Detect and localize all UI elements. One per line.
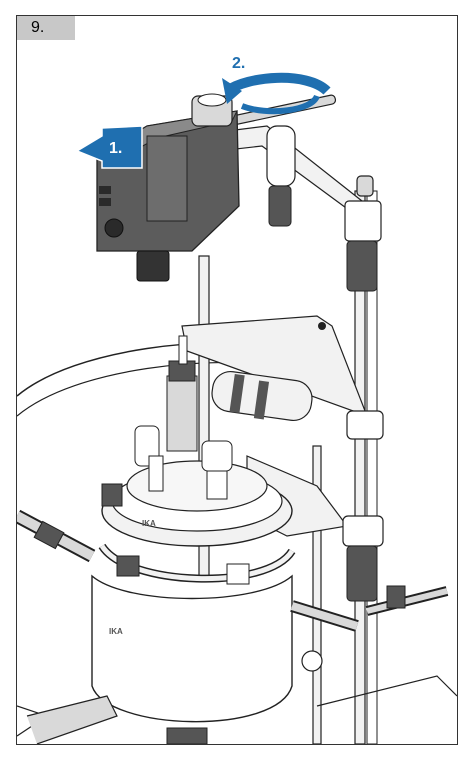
lower-crossbar (181, 315, 384, 602)
assembly-illustration: 1. 2. (17, 55, 457, 744)
push-arrow-icon: 1. (75, 125, 143, 169)
reactor-lid: IKA (101, 335, 293, 547)
support-rods (198, 175, 378, 744)
side-cylinder (211, 370, 313, 422)
callout-2-label: 2. (232, 55, 245, 72)
stirrer-motor (96, 93, 240, 282)
lid-brand-mark: IKA (142, 519, 156, 528)
callout-1-label: 1. (109, 140, 122, 157)
clamp-ring (98, 483, 296, 585)
hose-fittings (17, 509, 449, 672)
reactor-vessel: IKA (91, 574, 293, 744)
rotate-arrow-icon: 2. (222, 55, 331, 115)
vessel-brand-mark: IKA (109, 627, 123, 636)
step-number: 9. (17, 16, 75, 40)
illustration-frame: 9. (16, 15, 458, 745)
